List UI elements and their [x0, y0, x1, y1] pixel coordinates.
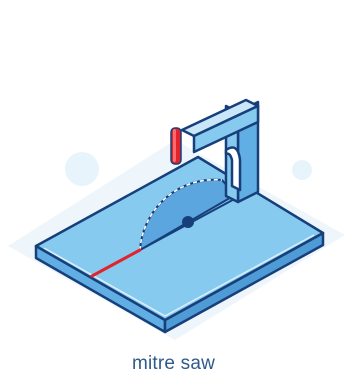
- blade-hub: [182, 216, 194, 228]
- caption: mitre saw: [0, 353, 347, 375]
- bubble-left: [65, 152, 99, 186]
- bubble-right: [292, 160, 312, 180]
- saw-handle: [171, 128, 181, 164]
